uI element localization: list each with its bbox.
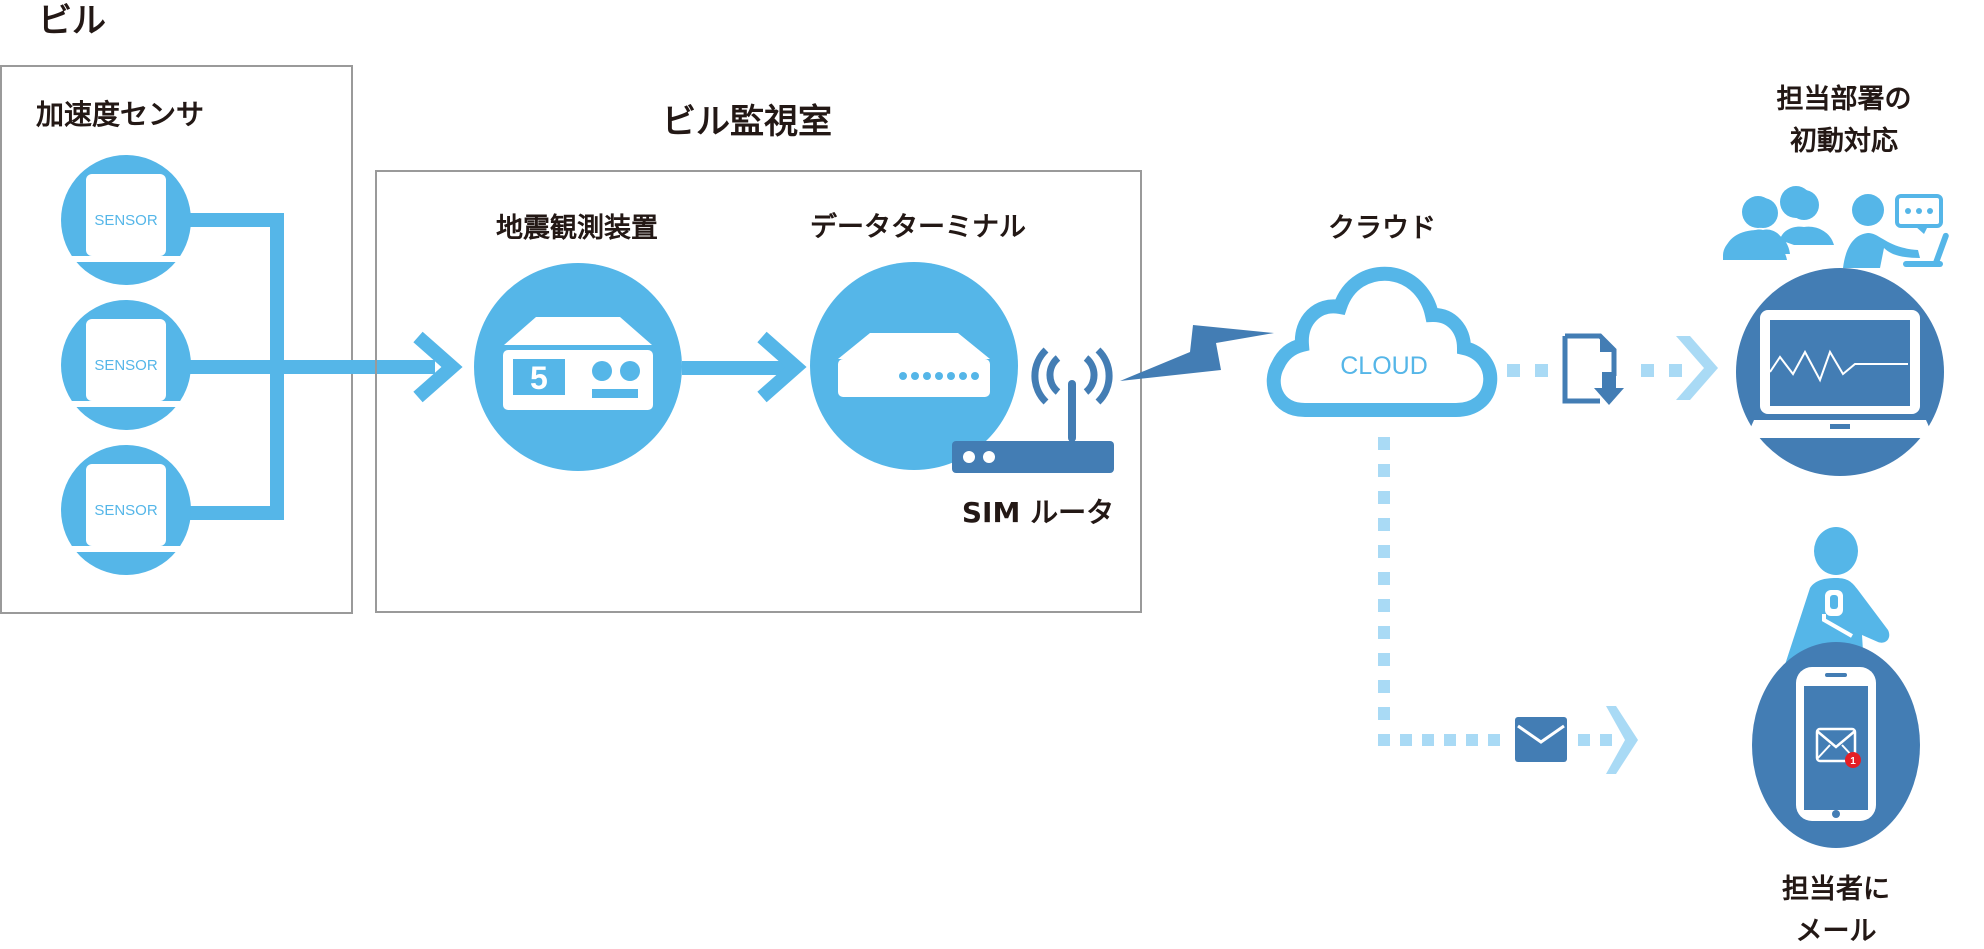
sensor-1: SENSOR xyxy=(61,155,191,285)
sensor-3-line xyxy=(185,506,284,520)
dotted-line-segment xyxy=(1378,707,1390,720)
chevron-to-department-icon xyxy=(1676,336,1718,400)
sensor-label: SENSOR xyxy=(94,357,158,374)
router-antenna-icon xyxy=(1068,380,1076,442)
data-terminal-label: データターミナル xyxy=(810,211,1026,243)
file-download-icon xyxy=(1562,333,1624,405)
seismic-intensity-value: 5 xyxy=(530,360,548,396)
building-title: ビル xyxy=(38,1,106,41)
smartphone: 1 xyxy=(1752,642,1920,848)
person-mail-label-line2: メール xyxy=(1796,916,1877,947)
dotted-line-segment xyxy=(1378,680,1390,693)
wireless-signal-icon xyxy=(1031,347,1113,405)
monitoring-room-title: ビル監視室 xyxy=(662,102,832,142)
dotted-line-segment xyxy=(1378,545,1390,558)
mail-envelope-icon xyxy=(1515,717,1567,762)
monitoring-room-frame xyxy=(375,170,1142,613)
dotted-line-segment xyxy=(1378,599,1390,612)
dotted-line-segment xyxy=(1378,626,1390,639)
sensor-device-icon xyxy=(86,464,166,546)
sensor-device-icon xyxy=(86,174,166,256)
main-bus-line xyxy=(185,360,435,374)
notification-badge xyxy=(1845,752,1861,768)
waveform-icon xyxy=(1769,349,1908,383)
dotted-line-segment xyxy=(1488,734,1500,746)
dotted-line-segment xyxy=(1378,518,1390,531)
dotted-line-segment xyxy=(1422,734,1434,746)
dotted-line-segment xyxy=(1400,734,1412,746)
dotted-line-segment xyxy=(1378,491,1390,504)
dotted-line-segment xyxy=(1378,464,1390,477)
dotted-line-segment xyxy=(1378,572,1390,585)
seismometer-label: 地震観測装置 xyxy=(496,212,658,244)
router-body-icon xyxy=(952,441,1114,473)
dotted-line-segment xyxy=(1378,653,1390,666)
person-mail-label-line1: 担当者に xyxy=(1782,874,1890,905)
sensor-bus-lines xyxy=(185,213,435,520)
dotted-line-segment xyxy=(1378,437,1390,450)
sensor-3: SENSOR xyxy=(61,445,191,575)
arrow-to-seismometer-icon xyxy=(413,331,463,403)
mail-dotted-line-horizontal xyxy=(1378,734,1500,746)
chevron-to-person-icon xyxy=(1606,706,1638,774)
building-frame xyxy=(0,65,353,614)
seismometer-to-terminal-line xyxy=(682,361,792,375)
department-label-line1: 担当部署の xyxy=(1777,83,1912,115)
sim-router xyxy=(952,347,1114,473)
dotted-line-segment xyxy=(1378,734,1390,746)
cloud-icon-label: CLOUD xyxy=(1340,352,1428,380)
sensor-device-icon xyxy=(86,319,166,401)
team-people-heads xyxy=(1724,186,1812,254)
dotted-line-segment xyxy=(1444,734,1456,746)
cloud-icon xyxy=(1266,266,1498,417)
sensor-group-title: 加速度センサ xyxy=(36,98,204,131)
sensor-1-line xyxy=(185,213,284,227)
department-label-line2: 初動対応 xyxy=(1790,125,1898,157)
data-terminal-device-icon xyxy=(838,333,990,359)
dotted-line-segment xyxy=(1466,734,1478,746)
cloud-to-department-dotted-line xyxy=(1507,364,1682,377)
seismometer-device-icon xyxy=(504,317,652,345)
lightning-bolt-icon xyxy=(1120,325,1274,381)
seismic-intensity-display xyxy=(513,359,565,395)
router-label: SIM ルータ xyxy=(962,496,1114,529)
sensor-label: SENSOR xyxy=(94,212,158,229)
sensor-label: SENSOR xyxy=(94,502,158,519)
arrow-to-terminal-icon xyxy=(757,331,807,403)
cloud-to-mail-dotted-line xyxy=(1378,437,1390,720)
notification-badge-count: 1 xyxy=(1850,756,1856,767)
monitor-pc xyxy=(1736,268,1944,476)
data-terminal xyxy=(810,262,1018,470)
seismometer: 5 xyxy=(474,263,682,471)
sensor-2: SENSOR xyxy=(61,300,191,430)
cloud: CLOUD xyxy=(1266,266,1498,417)
cloud-title: クラウド xyxy=(1328,213,1436,244)
